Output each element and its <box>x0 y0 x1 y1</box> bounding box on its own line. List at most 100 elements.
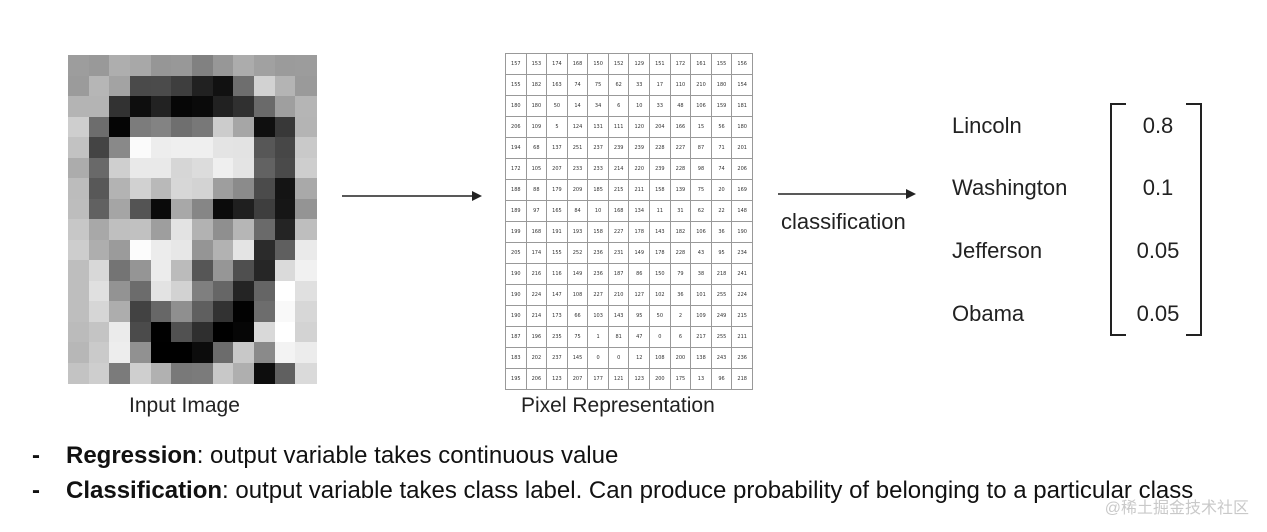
image-pixel <box>275 363 296 384</box>
image-pixel <box>130 199 151 220</box>
matrix-cell: 155 <box>506 75 527 96</box>
matrix-cell: 87 <box>691 138 712 159</box>
image-pixel <box>130 342 151 363</box>
matrix-cell: 106 <box>691 222 712 243</box>
image-pixel <box>254 96 275 117</box>
matrix-cell: 88 <box>526 180 547 201</box>
matrix-cell: 116 <box>547 264 568 285</box>
matrix-cell: 241 <box>732 264 753 285</box>
watermark: @稀土掘金技术社区 <box>1105 494 1249 518</box>
image-pixel <box>130 322 151 343</box>
image-pixel <box>213 137 234 158</box>
matrix-cell: 190 <box>506 285 527 306</box>
matrix-cell: 166 <box>670 117 691 138</box>
matrix-cell: 149 <box>629 243 650 264</box>
matrix-row: 190216116149236187861507938218241 <box>506 264 753 285</box>
image-pixel <box>171 76 192 97</box>
matrix-cell: 239 <box>608 138 629 159</box>
image-pixel <box>275 342 296 363</box>
image-pixel <box>192 260 213 281</box>
arrow-to-classes-icon <box>778 186 918 202</box>
image-pixel <box>295 76 316 97</box>
image-pixel <box>68 219 89 240</box>
matrix-cell: 214 <box>608 159 629 180</box>
image-pixel <box>89 240 110 261</box>
image-pixel <box>130 55 151 76</box>
matrix-cell: 211 <box>629 180 650 201</box>
image-pixel <box>68 158 89 179</box>
matrix-cell: 120 <box>629 117 650 138</box>
matrix-cell: 159 <box>711 96 732 117</box>
matrix-cell: 5 <box>547 117 568 138</box>
image-pixel <box>213 178 234 199</box>
image-pixel <box>213 158 234 179</box>
matrix-row: 1832022371450012108200138243236 <box>506 348 753 369</box>
class-name-jefferson: Jefferson <box>952 238 1042 264</box>
matrix-cell: 15 <box>691 117 712 138</box>
image-pixel <box>151 322 172 343</box>
image-pixel <box>192 281 213 302</box>
image-pixel <box>233 260 254 281</box>
image-pixel <box>233 137 254 158</box>
image-pixel <box>213 342 234 363</box>
matrix-cell: 236 <box>588 243 609 264</box>
matrix-cell: 108 <box>567 285 588 306</box>
matrix-cell: 236 <box>588 264 609 285</box>
image-pixel <box>254 55 275 76</box>
image-pixel <box>89 322 110 343</box>
image-pixel <box>213 363 234 384</box>
matrix-cell: 237 <box>547 348 568 369</box>
image-pixel <box>254 342 275 363</box>
image-pixel <box>275 96 296 117</box>
image-pixel <box>192 199 213 220</box>
image-pixel <box>233 178 254 199</box>
image-pixel <box>171 117 192 138</box>
image-pixel <box>68 55 89 76</box>
matrix-cell: 233 <box>588 159 609 180</box>
image-pixel <box>213 260 234 281</box>
image-pixel <box>275 260 296 281</box>
matrix-cell: 210 <box>608 285 629 306</box>
matrix-cell: 74 <box>711 159 732 180</box>
image-pixel <box>192 96 213 117</box>
matrix-cell: 239 <box>650 159 671 180</box>
image-pixel <box>130 117 151 138</box>
image-pixel <box>89 178 110 199</box>
image-pixel <box>151 301 172 322</box>
matrix-cell: 43 <box>691 243 712 264</box>
matrix-cell: 148 <box>732 201 753 222</box>
image-pixel <box>213 55 234 76</box>
matrix-cell: 228 <box>670 159 691 180</box>
image-pixel <box>213 322 234 343</box>
matrix-cell: 236 <box>732 348 753 369</box>
matrix-cell: 150 <box>588 54 609 75</box>
image-pixel <box>192 158 213 179</box>
matrix-cell: 174 <box>547 54 568 75</box>
image-pixel <box>233 219 254 240</box>
matrix-cell: 96 <box>711 369 732 390</box>
image-pixel <box>295 363 316 384</box>
image-pixel <box>130 240 151 261</box>
matrix-cell: 214 <box>526 306 547 327</box>
matrix-cell: 177 <box>588 369 609 390</box>
image-pixel <box>151 363 172 384</box>
image-pixel <box>68 96 89 117</box>
matrix-cell: 182 <box>670 222 691 243</box>
image-pixel <box>275 76 296 97</box>
matrix-cell: 255 <box>711 285 732 306</box>
class-name-obama: Obama <box>952 301 1024 327</box>
image-pixel <box>68 363 89 384</box>
matrix-row: 2051741552522362311491782284395234 <box>506 243 753 264</box>
matrix-cell: 50 <box>650 306 671 327</box>
matrix-cell: 207 <box>547 159 568 180</box>
matrix-cell: 108 <box>650 348 671 369</box>
matrix-cell: 153 <box>526 54 547 75</box>
image-pixel <box>109 240 130 261</box>
image-pixel <box>89 76 110 97</box>
matrix-cell: 189 <box>506 201 527 222</box>
image-pixel <box>89 281 110 302</box>
matrix-cell: 155 <box>711 54 732 75</box>
image-pixel <box>213 199 234 220</box>
matrix-cell: 11 <box>650 201 671 222</box>
